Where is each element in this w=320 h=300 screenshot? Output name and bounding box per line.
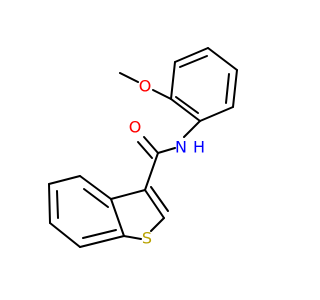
methoxy-aryl-bond <box>152 89 172 100</box>
benzo-ring-bond-5 <box>79 235 125 248</box>
benzo-ring-bond-5-inner <box>82 229 117 239</box>
carbonyl-double-bond-inner <box>137 141 153 159</box>
atom-label-layer: O O N H S <box>129 77 205 248</box>
methoxyphenyl-ring-bond-4-inner <box>225 73 230 104</box>
methoxyphenyl-ring-bond-3 <box>207 47 238 71</box>
carbonyl-ring-bond <box>144 152 159 191</box>
methoxyphenyl-ring-bond-5 <box>199 106 234 122</box>
atom-label-nitrogen-amide: N <box>175 138 187 157</box>
thiophene-bond-c3-c2-inner <box>150 186 169 212</box>
benzo-ring-bond-3 <box>48 183 51 224</box>
thiophene-bond-c3a-c3 <box>110 189 146 200</box>
atom-label-sulfur-ring: S <box>142 229 152 248</box>
atom-label-oxygen-methoxy: O <box>139 77 152 96</box>
atom-label-hydrogen-amide: H <box>193 138 205 157</box>
methoxyphenyl-ring-bond-1 <box>170 61 176 100</box>
thiophene-bond-c3-c2 <box>144 189 165 219</box>
methoxyphenyl-ring-bond-4 <box>232 69 238 108</box>
aryl-nitrogen-bond <box>183 120 201 138</box>
thiophene-bond-c2-s <box>150 217 165 232</box>
benzo-ring-bond-4 <box>49 222 81 248</box>
methoxyphenyl-ring-bond-2-inner <box>179 55 208 68</box>
nitrogen-carbonyl-bond <box>157 147 176 154</box>
molecule-structure-diagram: O O N H S <box>48 47 238 248</box>
methoxyphenyl-ring-bond-2 <box>174 47 209 63</box>
methyl-bond <box>119 72 139 83</box>
bond-layer <box>48 47 238 248</box>
carbonyl-double-bond-outer <box>143 136 159 154</box>
methoxyphenyl-ring-bond-6 <box>170 98 201 122</box>
benzo-ring-bond-1 <box>79 175 112 200</box>
methoxyphenyl-ring-bond-6-inner <box>175 96 199 114</box>
atom-label-oxygen-carbonyl: O <box>129 118 142 137</box>
benzo-ring-bond-3-inner <box>56 190 59 219</box>
benzo-ring-bond-2 <box>48 175 81 185</box>
thiophene-bond-s-c7a <box>123 235 142 240</box>
benzo-ring-bond-1-inner <box>83 188 109 208</box>
thiophene-bond-c7a-c3a <box>110 198 125 237</box>
